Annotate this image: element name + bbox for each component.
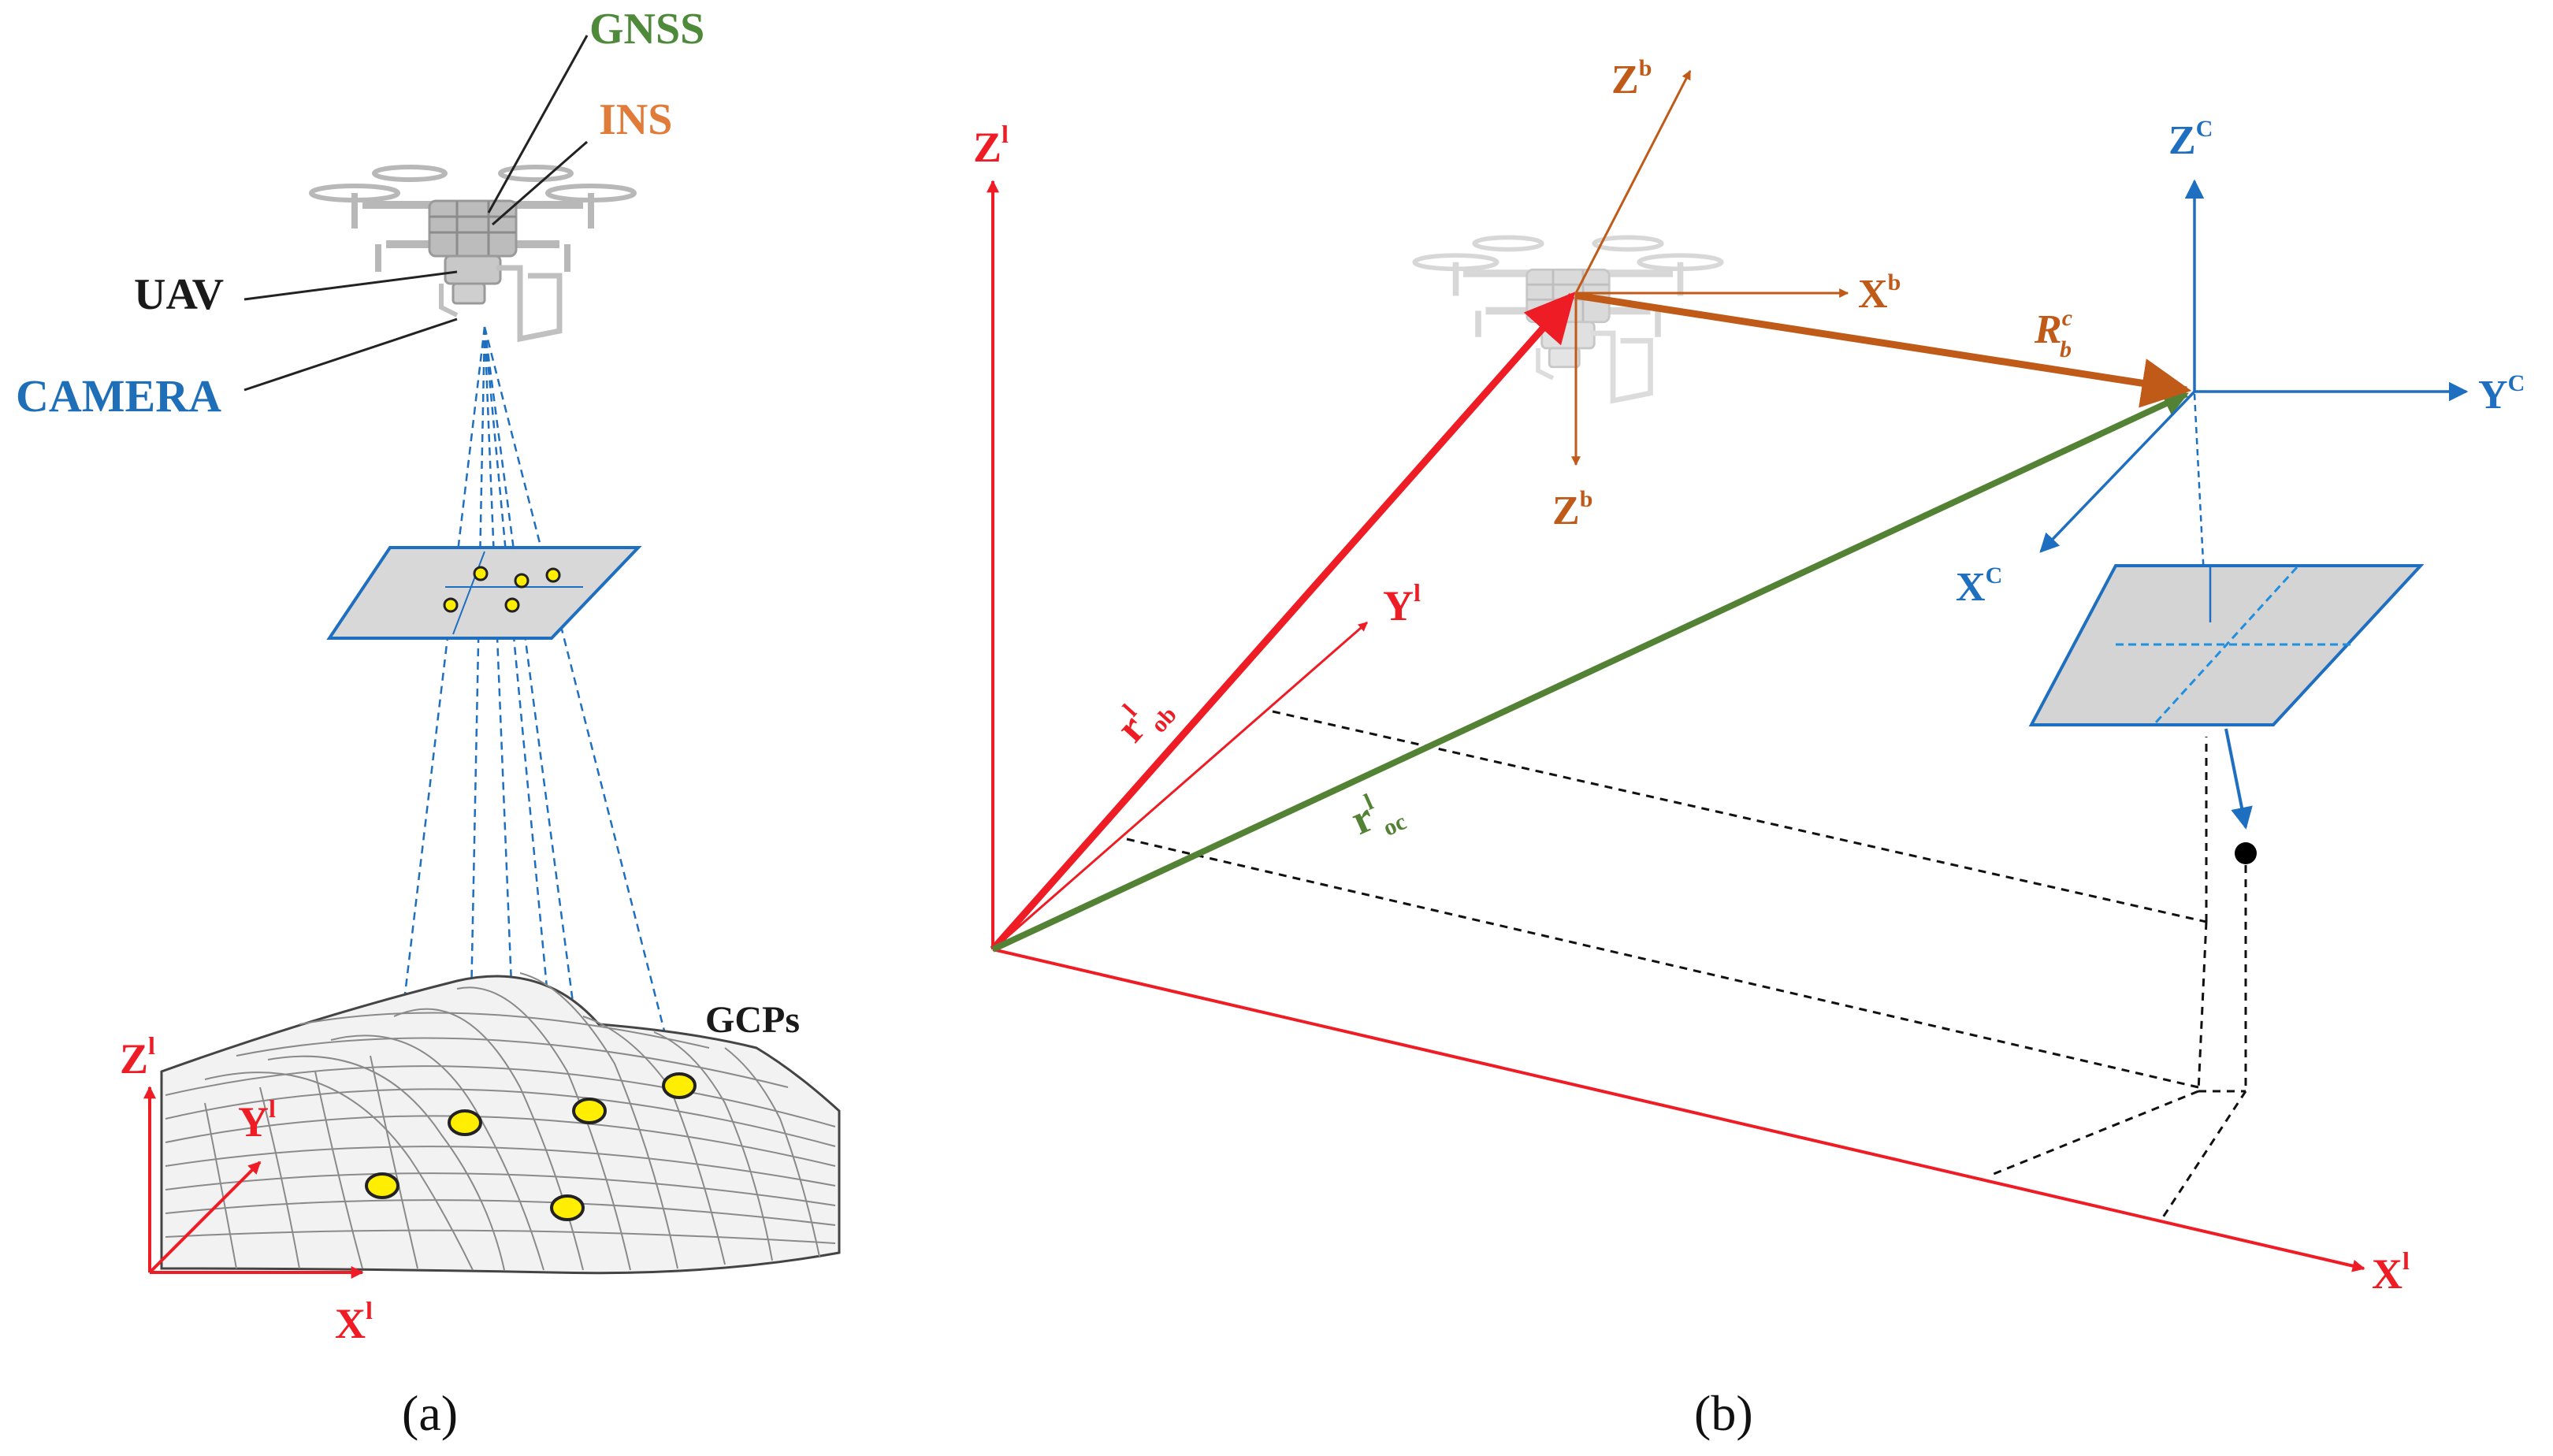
body-x-label: Xb — [1858, 269, 1901, 317]
image-point — [443, 597, 459, 613]
local-frame-b: Zl Yl Xl — [973, 120, 2410, 1298]
gcp-point — [662, 1072, 697, 1099]
vector-R-cb — [1575, 292, 2192, 408]
gnss-leader — [487, 35, 589, 214]
image-plane-a — [326, 546, 642, 640]
drone-body-icon — [1414, 237, 1722, 400]
gcp-point — [572, 1098, 607, 1124]
ins-label: INS — [599, 95, 672, 144]
caption-b: (b) — [1694, 1385, 1753, 1441]
image-point — [545, 567, 561, 583]
gcp-point — [365, 1172, 399, 1199]
uav-drone-icon — [311, 167, 634, 339]
gcp-point — [448, 1109, 482, 1136]
ground-point — [2235, 842, 2257, 864]
cam-y-label: YC — [2478, 370, 2525, 418]
vector-r-ob — [990, 292, 1576, 952]
local-axes-a: Zl Yl Xl — [120, 1031, 373, 1347]
camera-leader — [243, 318, 458, 392]
image-plane-b — [2028, 393, 2425, 864]
axis-x-label-b: Xl — [2372, 1246, 2410, 1298]
gcp-markers — [365, 1072, 697, 1221]
cam-x-label: XC — [1956, 563, 2002, 610]
r-oc-label: rloc — [1343, 780, 1410, 852]
camera-frame: ZC YC XC — [1956, 116, 2525, 610]
axis-z-label-a: Zl — [120, 1031, 155, 1083]
terrain-mesh — [160, 972, 841, 1275]
camera-label: CAMERA — [16, 370, 221, 422]
panel-a: GNSS INS UAV CAMERA — [16, 5, 841, 1441]
axis-z-label-b: Zl — [973, 120, 1009, 171]
body-z-down-label: Zb — [1552, 486, 1592, 533]
gnss-label: GNSS — [589, 5, 704, 54]
image-point — [514, 573, 530, 589]
axis-x-label-a: Xl — [335, 1296, 373, 1347]
cam-z-label: ZC — [2168, 116, 2213, 163]
caption-a: (a) — [402, 1385, 458, 1441]
body-frame: Zb Xb Zb — [1552, 55, 1901, 533]
construction-lines — [1126, 710, 2247, 1218]
vector-r-oc — [991, 391, 2189, 953]
image-point — [504, 597, 520, 613]
uav-label: UAV — [134, 270, 224, 319]
gcps-label: GCPs — [705, 999, 800, 1041]
image-point — [473, 566, 489, 581]
axis-y-label-a: Yl — [238, 1094, 276, 1146]
body-z-up-label: Zb — [1611, 55, 1652, 102]
uav-leader — [243, 270, 458, 301]
ins-leader — [492, 140, 588, 226]
axis-y-label-b: Yl — [1383, 578, 1421, 630]
gcp-point — [550, 1194, 585, 1221]
